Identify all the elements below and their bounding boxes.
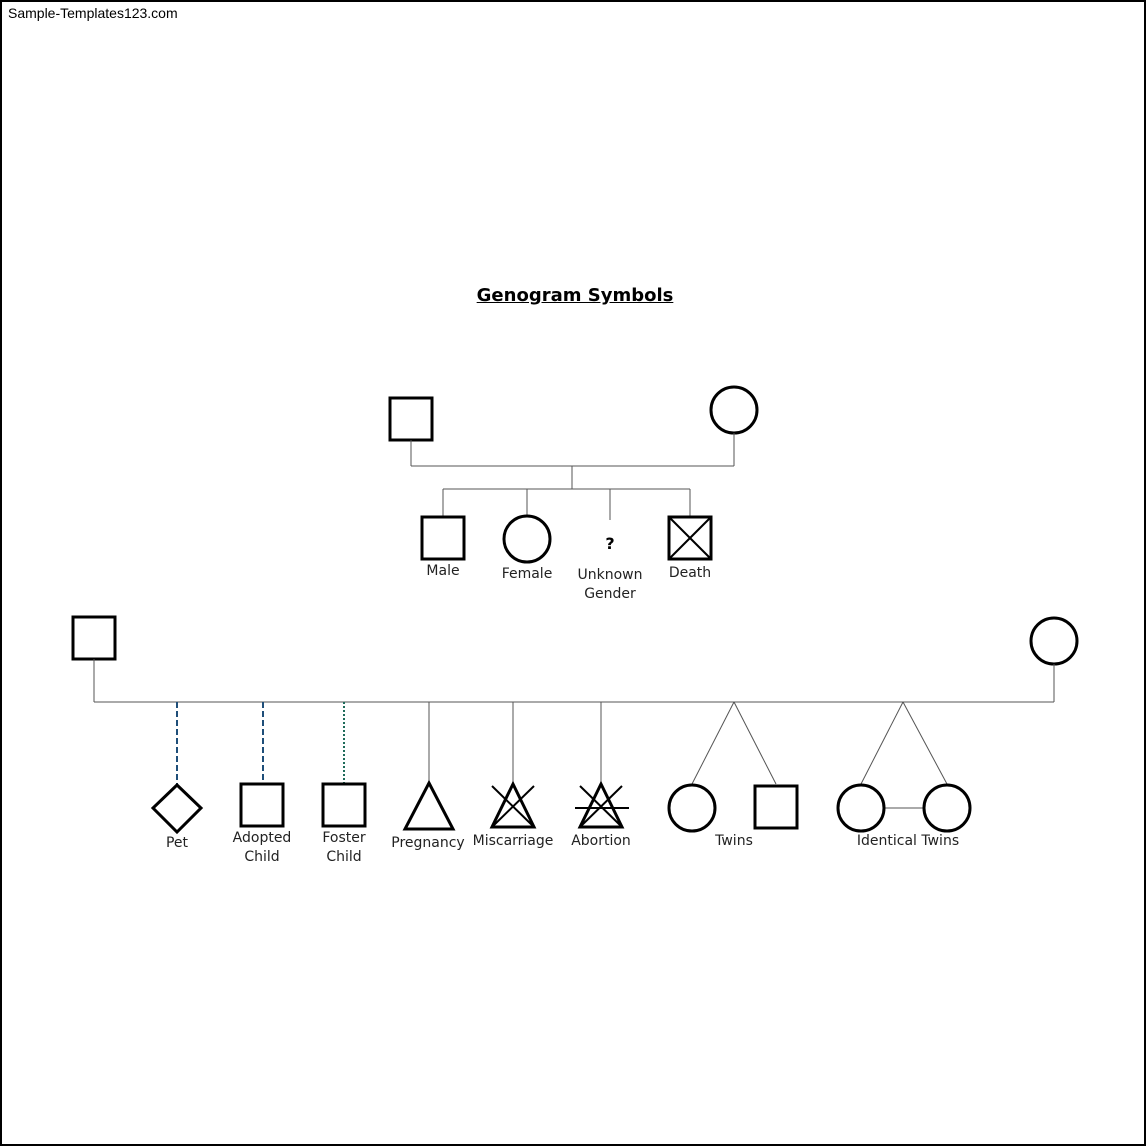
row1-connectors (410, 433, 735, 520)
page-title: Genogram Symbols (476, 285, 674, 306)
twins-female-symbol (667, 783, 717, 833)
abortion-label: Abortion (571, 833, 631, 849)
female-symbol (502, 514, 552, 564)
foster-child-symbol (321, 782, 367, 828)
unknown-gender-symbol: ? (605, 534, 614, 553)
pet-symbol (150, 782, 204, 835)
miscarriage-symbol (489, 780, 537, 829)
male-label: Male (426, 563, 459, 579)
pregnancy-symbol (402, 779, 456, 831)
female-label: Female (502, 566, 553, 582)
twins-label: Twins (714, 833, 753, 849)
abortion-symbol (575, 780, 629, 829)
pregnancy-label: Pregnancy (391, 835, 464, 851)
parent-male-square (388, 396, 434, 442)
identical-twins-label: Identical Twins (857, 833, 959, 849)
foster-label-line1: Foster (322, 830, 366, 846)
foster-label-line2: Child (326, 849, 361, 865)
identical-twin-1-symbol (836, 783, 886, 833)
adopted-label-line2: Child (244, 849, 279, 865)
male-symbol (420, 515, 466, 561)
adopted-child-symbol (239, 782, 285, 828)
row2-parent-female-circle (1029, 616, 1079, 666)
identical-twin-2-symbol (922, 783, 972, 833)
parent-female-circle (709, 385, 759, 435)
adopted-label-line1: Adopted (233, 830, 292, 846)
row2-parent-male-square (71, 615, 117, 661)
death-label: Death (669, 565, 711, 581)
death-symbol (667, 515, 713, 561)
miscarriage-label: Miscarriage (473, 833, 554, 849)
watermark: Sample-Templates123.com (8, 5, 178, 21)
unknown-gender-label-line2: Gender (584, 586, 636, 602)
row2-connectors (93, 659, 1055, 809)
unknown-gender-label-line1: Unknown (578, 567, 643, 583)
pet-label: Pet (166, 835, 189, 851)
twins-male-symbol (753, 784, 799, 830)
